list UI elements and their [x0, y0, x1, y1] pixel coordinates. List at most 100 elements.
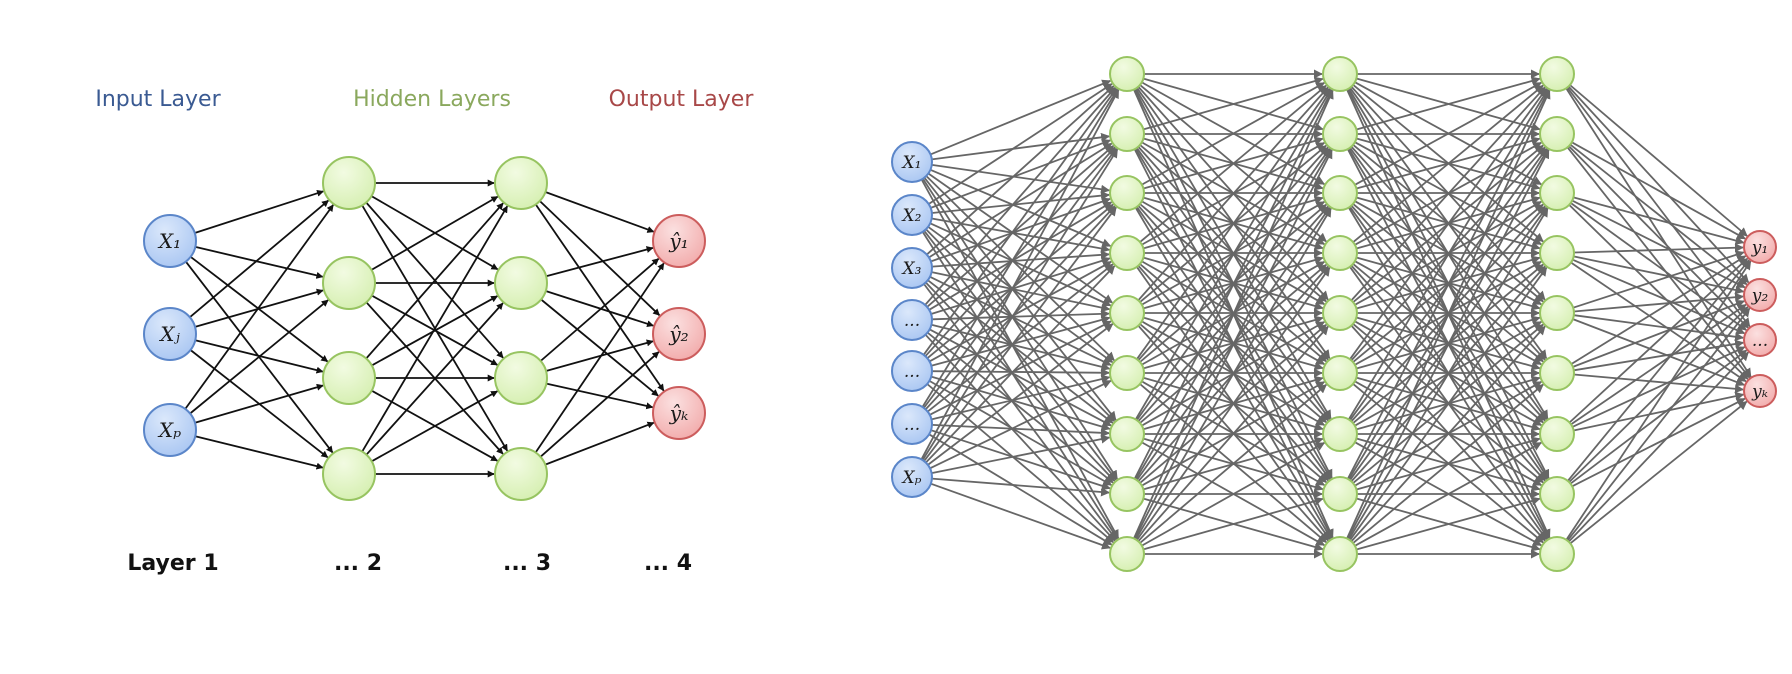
large-node-label-l1-7: Xₚ	[901, 468, 922, 488]
small-hidden-node-l3-4	[494, 447, 548, 501]
small-edge-l1-3-to-l2-1	[184, 204, 334, 410]
large-hidden-node-l4-6	[1539, 355, 1575, 391]
large-edge-l4-3-to-l5-3	[1570, 202, 1747, 331]
large-input-node-l1-2	[891, 194, 933, 236]
small-input-node-l1-2	[143, 307, 197, 361]
large-edge-l1-5-to-l2-3	[926, 203, 1114, 359]
large-hidden-node-l4-4	[1539, 235, 1575, 271]
large-edge-l1-6-to-l2-9	[928, 433, 1113, 546]
large-edge-l1-4-to-l2-9	[924, 334, 1116, 542]
large-edge-l1-3-to-l2-7	[927, 279, 1114, 424]
large-edge-l1-4-to-l2-6	[931, 323, 1111, 372]
small-edge-l3-4-to-l4-1	[534, 262, 665, 454]
large-edge-l4-7-to-l5-2	[1570, 303, 1747, 426]
large-input-node-l1-4	[891, 299, 933, 341]
small-hidden-node-l2-3	[322, 351, 376, 405]
large-edge-l4-9-to-l5-4	[1569, 400, 1748, 545]
large-edge-l1-3-to-l2-1	[926, 85, 1115, 256]
small-edge-l3-4-to-l4-2	[539, 351, 660, 458]
large-input-node-l1-6	[891, 403, 933, 445]
large-edge-l1-4-to-l2-5	[931, 309, 1110, 321]
large-edge-l1-7-to-l2-4	[925, 265, 1116, 464]
large-edge-l1-7-to-l2-1	[920, 89, 1120, 460]
small-edge-l2-4-to-l3-1	[361, 205, 509, 453]
large-edge-l1-5-to-l2-1	[922, 87, 1118, 356]
large-edge-l2-9-to-l3-7	[1141, 442, 1326, 547]
large-output-node-l5-3	[1743, 323, 1777, 357]
large-edge-l1-5-to-l2-6	[931, 368, 1110, 378]
large-edge-l4-8-to-l5-2	[1568, 306, 1749, 483]
large-edge-l1-2-to-l2-7	[925, 228, 1116, 422]
large-edge-l4-2-to-l5-4	[1566, 146, 1751, 379]
large-hidden-node-l2-6	[1109, 355, 1145, 391]
large-node-label-l5-1: y₁	[1751, 238, 1768, 258]
large-edge-l2-9-to-l3-5	[1137, 325, 1329, 542]
large-edge-l1-5-to-l2-8	[928, 380, 1113, 486]
small-output-node-l4-3	[652, 386, 706, 440]
large-hidden-node-l2-4	[1109, 235, 1145, 271]
large-edge-l4-6-to-l5-1	[1570, 255, 1747, 365]
large-edge-l4-1-to-l5-2	[1567, 85, 1750, 284]
large-input-node-l1-5	[891, 350, 933, 392]
layer-label-2: ... 2	[334, 551, 382, 576]
large-edge-l1-1-to-l2-1	[930, 79, 1112, 156]
small-node-label-l1-2: Xⱼ	[158, 322, 180, 346]
large-edge-l3-3-to-l4-1	[1354, 81, 1542, 186]
large-node-label-l1-4: ...	[904, 311, 920, 331]
large-edge-l1-7-to-l2-8	[931, 477, 1110, 497]
small-edge-l3-3-to-l4-1	[540, 258, 660, 362]
large-edge-l3-9-to-l4-7	[1354, 441, 1542, 547]
large-edge-l4-1-to-l5-3	[1566, 86, 1751, 328]
large-input-node-l1-1	[891, 141, 933, 183]
layer-label-3: ... 3	[503, 551, 551, 576]
large-edge-l4-7-to-l5-4	[1573, 391, 1745, 432]
large-edge-l1-1-to-l2-6	[925, 175, 1115, 362]
large-edge-l1-7-to-l2-9	[930, 482, 1111, 550]
large-edge-l1-6-to-l2-3	[924, 205, 1116, 411]
large-input-node-l1-7	[891, 456, 933, 498]
large-edge-l3-8-to-l4-1	[1347, 89, 1550, 480]
large-edge-l4-5-to-l5-1	[1572, 250, 1745, 309]
large-edge-l2-6-to-l3-1	[1136, 87, 1331, 360]
large-edge-l4-3-to-l5-4	[1568, 204, 1749, 380]
large-edge-l4-3-to-l5-1	[1573, 196, 1745, 245]
small-hidden-node-l3-3	[494, 351, 548, 405]
large-output-node-l5-1	[1743, 230, 1777, 264]
input-layer-header: Input Layer	[95, 87, 221, 112]
large-edge-l1-1-to-l2-9	[920, 179, 1120, 539]
large-input-node-l1-3	[891, 247, 933, 289]
large-edge-l1-3-to-l2-2	[928, 142, 1113, 259]
large-edge-l2-7-to-l3-1	[1134, 88, 1332, 420]
large-hidden-node-l2-5	[1109, 295, 1145, 331]
large-node-label-l5-2: y₂	[1751, 286, 1769, 306]
large-edge-l2-2-to-l3-1	[1143, 76, 1324, 131]
large-edge-l2-4-to-l3-1	[1139, 84, 1327, 243]
small-edge-l3-2-to-l4-2	[545, 290, 654, 328]
large-hidden-node-l2-9	[1109, 536, 1145, 572]
small-edge-l3-3-to-l4-2	[545, 339, 654, 372]
small-edge-l1-1-to-l2-2	[195, 246, 324, 279]
small-edge-l2-4-to-l3-3	[371, 390, 499, 463]
large-node-label-l5-3: ...	[1752, 331, 1768, 351]
small-hidden-node-l2-2	[322, 256, 376, 310]
large-edge-l4-5-to-l5-4	[1572, 318, 1745, 387]
large-edge-l1-4-to-l2-2	[926, 145, 1115, 308]
small-node-label-l1-3: Xₚ	[157, 418, 181, 442]
small-edge-l3-2-to-l4-1	[545, 246, 654, 278]
small-hidden-node-l2-1	[322, 156, 376, 210]
small-edge-l1-1-to-l2-1	[194, 189, 324, 234]
large-edge-l1-6-to-l2-4	[927, 263, 1114, 413]
large-hidden-node-l3-5	[1322, 295, 1358, 331]
large-edge-l2-3-to-l3-1	[1141, 82, 1326, 186]
large-edge-l3-5-to-l4-1	[1350, 86, 1546, 302]
large-edge-l3-9-to-l4-6	[1352, 383, 1544, 544]
large-edge-l3-9-to-l4-5	[1350, 325, 1546, 543]
output-layer-header: Output Layer	[609, 87, 755, 112]
large-edge-l4-4-to-l5-3	[1572, 258, 1746, 335]
hidden-layers-header: Hidden Layers	[353, 87, 511, 112]
large-edge-l4-4-to-l5-1	[1573, 243, 1744, 254]
large-edge-l1-2-to-l2-1	[928, 83, 1113, 205]
